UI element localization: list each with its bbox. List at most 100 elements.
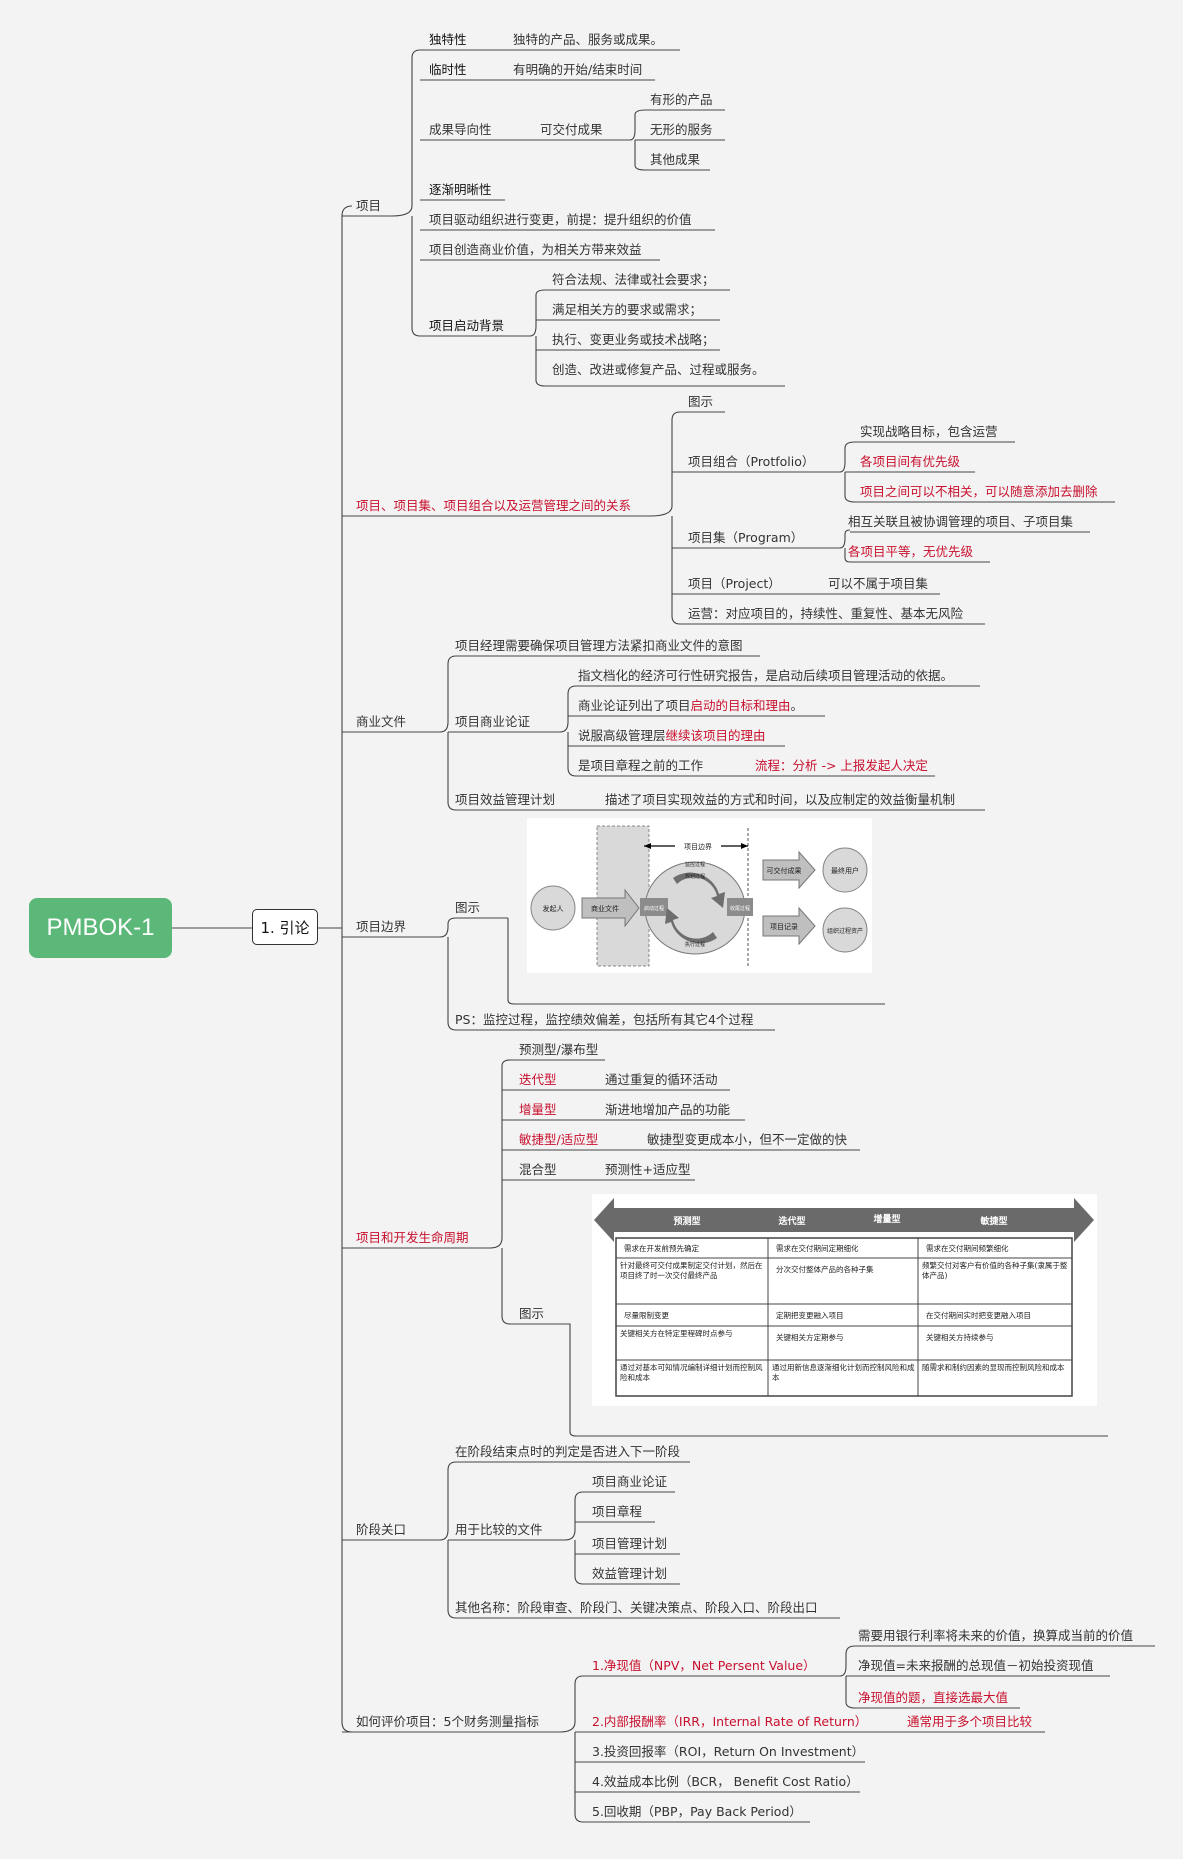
node-npv[interactable]: 1.净现值（NPV，Net Persent Value） <box>592 1658 816 1673</box>
node-lc-agile-desc[interactable]: 敏捷型变更成本小，但不一定做的快 <box>647 1132 848 1147</box>
sponsor-label: 发起人 <box>543 904 564 913</box>
node-benefit-plan[interactable]: 项目效益管理计划 <box>455 792 556 807</box>
node-portfolio-1[interactable]: 实现战略目标，包含运营 <box>860 424 998 439</box>
cell-r2-c3: 频繁交付对客户有价值的各种子集(隶属于整体产品) <box>922 1261 1068 1280</box>
node-deliverable-1[interactable]: 有形的产品 <box>650 92 713 107</box>
node-outcome[interactable]: 成果导向性 <box>429 122 492 137</box>
node-unique-desc[interactable]: 独特的产品、服务或成果。 <box>513 32 664 47</box>
node-proj[interactable]: 项目（Project） <box>688 576 781 591</box>
node-bcr[interactable]: 4.效益成本比例（BCR， Benefit Cost Ratio） <box>592 1774 859 1789</box>
cell-r4-c2: 关键相关方定期参与 <box>776 1332 844 1342</box>
header-incremental: 增量型 <box>873 1213 900 1225</box>
node-roi[interactable]: 3.投资回报率（ROI，Return On Investment） <box>592 1744 865 1759</box>
org-assets-label: 组织过程资产 <box>827 927 863 935</box>
cell-r1-c3: 需求在交付期间频繁细化 <box>926 1243 1009 1253</box>
node-lc-figure[interactable]: 图示 <box>519 1306 545 1321</box>
node-unique[interactable]: 独特性 <box>429 32 467 47</box>
node-case-3[interactable]: 说服高级管理层继续该项目的理由 <box>578 728 766 743</box>
node-case-4[interactable]: 是项目章程之前的工作 <box>578 758 704 773</box>
planning-label: 规划过程 <box>685 873 705 880</box>
node-evaluation[interactable]: 如何评价项目：5个财务测量指标 <box>356 1714 539 1729</box>
sponsor-circle <box>530 885 576 931</box>
node-biz-intent[interactable]: 项目经理需要确保项目管理方法紧扣商业文件的意图 <box>455 638 743 653</box>
node-irr-desc[interactable]: 通常用于多个项目比较 <box>907 1714 1033 1729</box>
node-portfolio[interactable]: 项目组合（Protfolio） <box>688 454 815 469</box>
cell-r2-c2: 分次交付整体产品的各种子集 <box>776 1264 874 1274</box>
node-program-1[interactable]: 相互关联且被协调管理的项目、子项目集 <box>848 514 1074 529</box>
node-irr[interactable]: 2.内部报酬率（IRR，Internal Rate of Return） <box>592 1714 868 1729</box>
node-operations[interactable]: 运营：对应项目的，持续性、重复性、基本无风险 <box>688 606 964 621</box>
header-iterative: 迭代型 <box>778 1215 805 1227</box>
node-lc-hybrid[interactable]: 混合型 <box>519 1162 557 1177</box>
node-pbp[interactable]: 5.回收期（PBP，Pay Back Period） <box>592 1804 802 1819</box>
node-boundary-figure[interactable]: 图示 <box>455 900 481 915</box>
node-lifecycle[interactable]: 项目和开发生命周期 <box>356 1230 469 1245</box>
spectrum-arrow <box>594 1198 1094 1242</box>
node-lc-iterative-desc[interactable]: 通过重复的循环活动 <box>605 1072 718 1087</box>
node-npv-1[interactable]: 需要用银行利率将未来的价值，换算成当前的价值 <box>858 1628 1134 1643</box>
node-context-1[interactable]: 符合法规、法律或社会要求； <box>552 272 715 287</box>
node-context-3[interactable]: 执行、变更业务或技术战略； <box>552 332 715 347</box>
node-lc-incremental[interactable]: 增量型 <box>519 1102 557 1117</box>
node-boundary[interactable]: 项目边界 <box>356 919 407 934</box>
lifecycle-figure: 预测型 迭代型 增量型 敏捷型 需求在开发前预先确定 需求在交付期间定期细化 需… <box>592 1194 1097 1406</box>
initiating-label: 启动过程 <box>644 905 664 912</box>
node-relationship[interactable]: 项目、项目集、项目组合以及运营管理之间的关系 <box>356 498 632 513</box>
node-deliverable-2[interactable]: 无形的服务 <box>650 122 713 137</box>
node-portfolio-2[interactable]: 各项目间有优先级 <box>860 454 961 469</box>
node-npv-3[interactable]: 净现值的题，直接选最大值 <box>858 1690 1009 1705</box>
node-business-case[interactable]: 项目商业论证 <box>455 714 531 729</box>
node-business-docs[interactable]: 商业文件 <box>356 714 407 729</box>
node-program-2[interactable]: 各项目平等，无优先级 <box>848 544 974 559</box>
node-gate-other-names[interactable]: 其他名称：阶段审查、阶段门、关键决策点、阶段入口、阶段出口 <box>455 1600 818 1615</box>
node-context-4[interactable]: 创造、改进或修复产品、过程或服务。 <box>552 362 765 377</box>
node-temporary[interactable]: 临时性 <box>429 62 467 77</box>
node-temporary-desc[interactable]: 有明确的开始/结束时间 <box>513 62 643 77</box>
monitoring-label: 监控过程 <box>685 861 705 868</box>
node-deliverable-3[interactable]: 其他成果 <box>650 152 701 167</box>
node-gate-doc-4[interactable]: 效益管理计划 <box>592 1566 668 1581</box>
root-node[interactable]: PMBOK-1 <box>29 898 172 958</box>
node-gate-docs[interactable]: 用于比较的文件 <box>455 1522 543 1537</box>
executing-label: 执行过程 <box>685 941 705 948</box>
node-proj-desc[interactable]: 可以不属于项目集 <box>828 576 929 591</box>
node-initiation-context[interactable]: 项目启动背景 <box>429 318 505 333</box>
business-doc-label: 商业文件 <box>591 904 619 913</box>
cell-r2-c1: 针对最终可交付成果制定交付计划，然后在项目终了时一次交付最终产品 <box>620 1261 763 1280</box>
node-drive-change[interactable]: 项目驱动组织进行变更，前提：提升组织的价值 <box>429 212 692 227</box>
node-rel-figure[interactable]: 图示 <box>688 394 714 409</box>
end-user-label: 最终用户 <box>831 866 859 875</box>
node-portfolio-3[interactable]: 项目之间可以不相关，可以随意添加去删除 <box>860 484 1098 499</box>
node-gate-doc-2[interactable]: 项目章程 <box>592 1504 643 1519</box>
node-case-2[interactable]: 商业论证列出了项目启动的目标和理由。 <box>578 698 804 713</box>
cell-r3-c2: 定期把变更融入项目 <box>776 1310 844 1320</box>
node-gate-doc-1[interactable]: 项目商业论证 <box>592 1474 668 1489</box>
node-lc-iterative[interactable]: 迭代型 <box>519 1072 557 1087</box>
node-benefit-plan-desc[interactable]: 描述了项目实现效益的方式和时间，以及应制定的效益衡量机制 <box>605 792 956 807</box>
chapter-node[interactable]: 1. 引论 <box>252 909 318 945</box>
node-project[interactable]: 项目 <box>356 198 382 213</box>
node-gate-doc-3[interactable]: 项目管理计划 <box>592 1536 668 1551</box>
node-npv-2[interactable]: 净现值=未来报酬的总现值－初始投资现值 <box>858 1658 1094 1673</box>
boundary-figure: 项目边界 发起人 商业文件 启动过程 监控过程 规划过程 执行过程 收尾过程 可… <box>527 818 872 973</box>
cell-r1-c2: 需求在交付期间定期细化 <box>776 1243 859 1253</box>
node-business-value[interactable]: 项目创造商业价值，为相关方带来效益 <box>429 242 642 257</box>
node-lc-hybrid-desc[interactable]: 预测性+适应型 <box>605 1162 691 1177</box>
node-phase-gate[interactable]: 阶段关口 <box>356 1522 407 1537</box>
boundary-label: 项目边界 <box>684 842 712 851</box>
node-progressive[interactable]: 逐渐明晰性 <box>429 182 492 197</box>
project-records-label: 项目记录 <box>770 923 798 931</box>
node-context-2[interactable]: 满足相关方的要求或需求； <box>552 302 703 317</box>
node-boundary-ps[interactable]: PS：监控过程，监控绩效偏差，包括所有其它4个过程 <box>455 1012 754 1027</box>
node-program[interactable]: 项目集（Program） <box>688 530 804 545</box>
cell-r5-c1: 通过对基本可知情况编制详细计划而控制风险和成本 <box>620 1363 763 1382</box>
node-lc-predictive[interactable]: 预测型/瀑布型 <box>519 1042 599 1057</box>
node-case-1[interactable]: 指文档化的经济可行性研究报告，是启动后续项目管理活动的依据。 <box>578 668 954 683</box>
header-agile: 敏捷型 <box>979 1215 1007 1227</box>
node-gate-decision[interactable]: 在阶段结束点时的判定是否进入下一阶段 <box>455 1444 681 1459</box>
node-deliverable[interactable]: 可交付成果 <box>540 122 603 137</box>
cell-r5-c3: 随需求和制约因素的显现而控制风险和成本 <box>922 1363 1065 1372</box>
node-lc-agile[interactable]: 敏捷型/适应型 <box>519 1132 599 1147</box>
node-lc-incremental-desc[interactable]: 渐进地增加产品的功能 <box>605 1102 731 1117</box>
node-case-4-flow[interactable]: 流程：分析 -> 上报发起人决定 <box>755 758 928 773</box>
